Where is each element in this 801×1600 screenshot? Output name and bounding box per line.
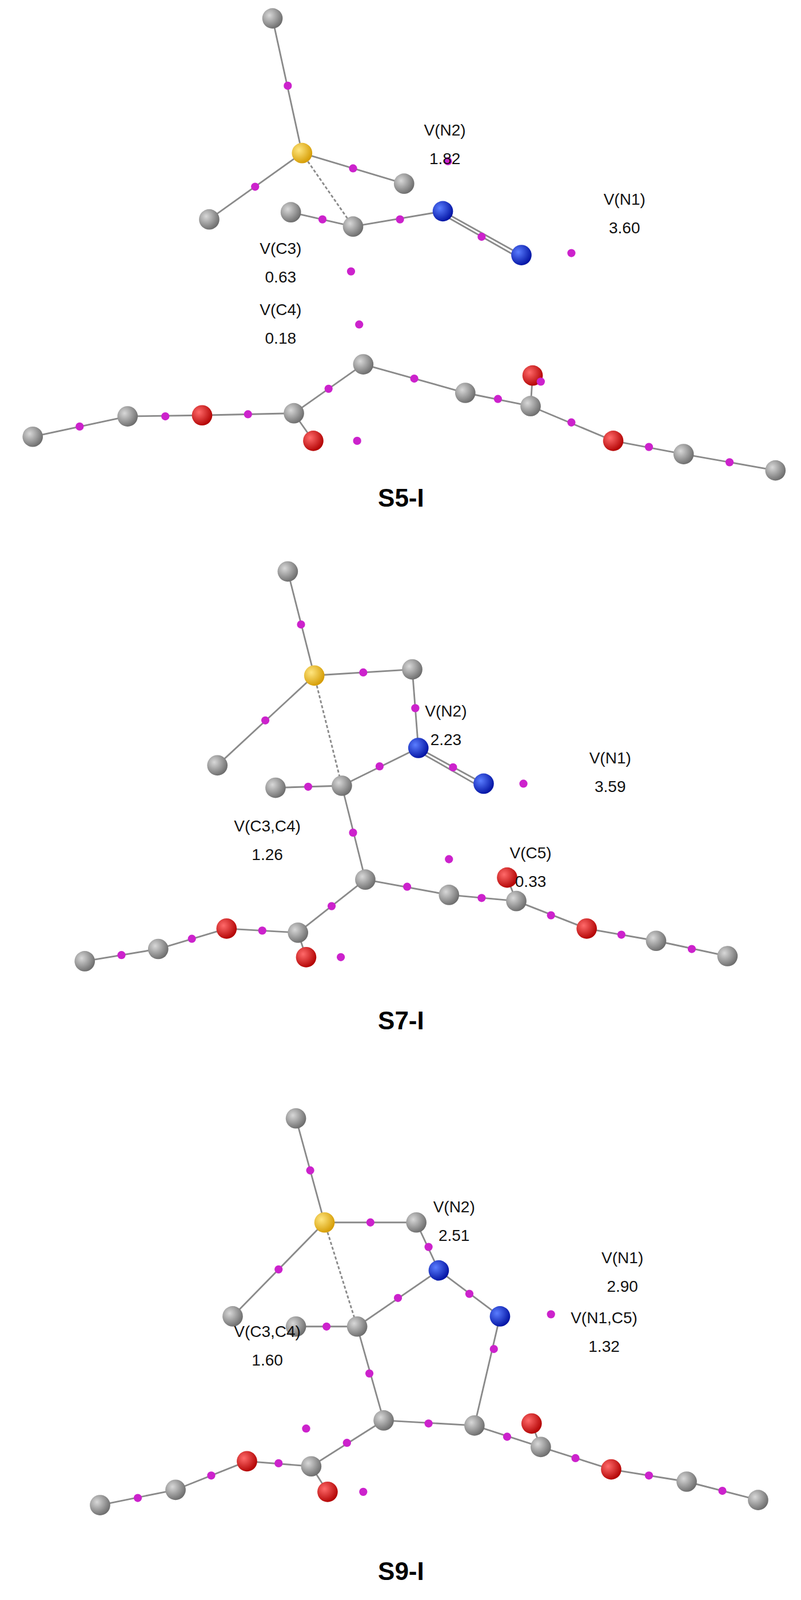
basin-label: 3.60	[608, 219, 641, 238]
basin-label: V(C3,C4)	[233, 817, 301, 836]
basin-label: V(C3,C4)	[233, 1322, 301, 1341]
basin-label: V(C4)	[259, 301, 302, 320]
basin-label: 1.60	[251, 1351, 284, 1370]
basin-label: V(N1,C5)	[570, 1309, 638, 1327]
basin-label: V(N1)	[601, 1249, 644, 1267]
basin-label: 0.33	[515, 873, 547, 891]
basin-label: 0.63	[265, 268, 297, 287]
basin-label: 3.59	[594, 778, 627, 796]
basin-label: 2.51	[438, 1226, 470, 1245]
basin-label: 1.82	[429, 150, 461, 169]
basin-label: V(C3)	[259, 240, 302, 258]
basin-label: V(N2)	[424, 121, 466, 140]
basin-label: 2.90	[606, 1277, 639, 1296]
basin-label: 1.32	[588, 1337, 620, 1356]
basin-label: V(N1)	[589, 749, 632, 768]
basin-label: 2.23	[430, 731, 462, 749]
basin-label: V(N1)	[603, 190, 646, 209]
basin-label: V(N2)	[424, 702, 467, 721]
basin-label: V(N2)	[433, 1198, 476, 1217]
structure-title: S9-I	[377, 1557, 425, 1585]
basin-label: 0.18	[265, 329, 297, 348]
structure-title: S5-I	[377, 484, 425, 512]
structure-title: S7-I	[377, 1006, 425, 1035]
basin-label: V(C5)	[509, 844, 552, 863]
basin-label: 1.26	[251, 846, 284, 864]
